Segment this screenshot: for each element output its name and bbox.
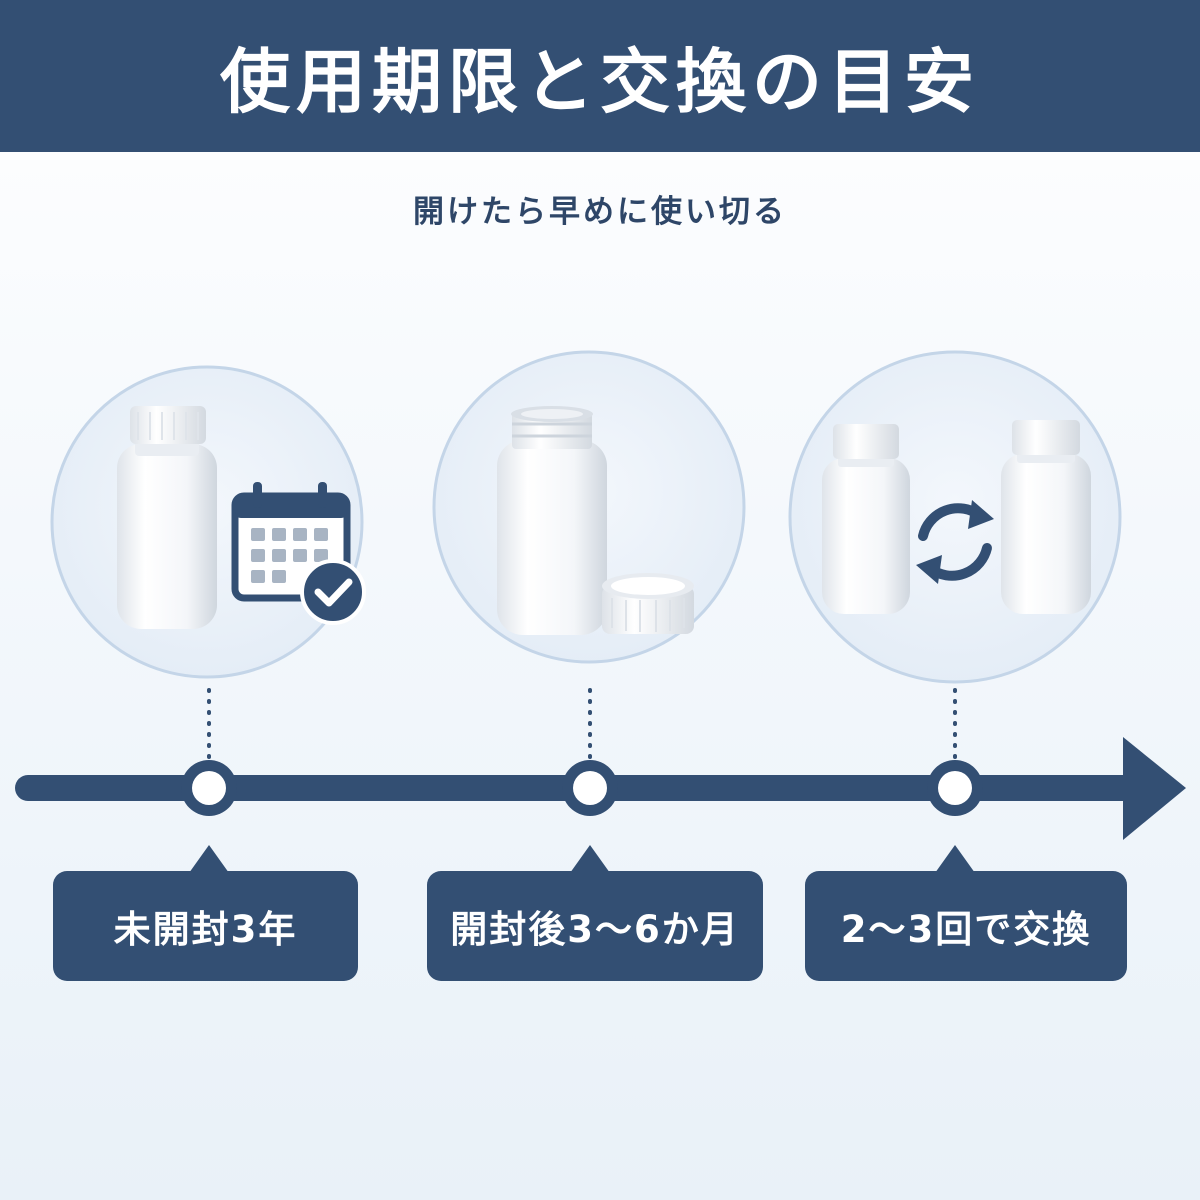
page-title: 使用期限と交換の目安	[220, 40, 980, 123]
stage-2-label: 開封後3〜6か月	[427, 871, 763, 981]
label-pointer-2	[570, 845, 610, 873]
sealed-bottle-icon	[117, 406, 217, 629]
open-bottle-icon	[497, 406, 607, 635]
label-pointer-1	[189, 845, 229, 873]
check-icon	[300, 559, 366, 625]
label-pointer-3	[935, 845, 975, 873]
header-bar: 使用期限と交換の目安	[0, 0, 1200, 152]
refresh-arrows-icon	[916, 500, 994, 584]
subtitle: 開けたら早めに使い切る	[413, 194, 787, 230]
timeline-node-3	[927, 760, 983, 816]
stage-1-illustration	[50, 365, 366, 679]
stage-2-illustration	[432, 350, 746, 664]
timeline-node-2	[562, 760, 618, 816]
bottle-right-icon	[1001, 420, 1091, 614]
stage-1-label: 未開封3年	[53, 871, 358, 981]
bottle-left-icon	[822, 424, 910, 614]
timeline-node-1	[181, 760, 237, 816]
stage-3-illustration	[788, 350, 1122, 684]
bottle-cap-icon	[602, 573, 694, 634]
stage-3-label: 2〜3回で交換	[805, 871, 1127, 981]
